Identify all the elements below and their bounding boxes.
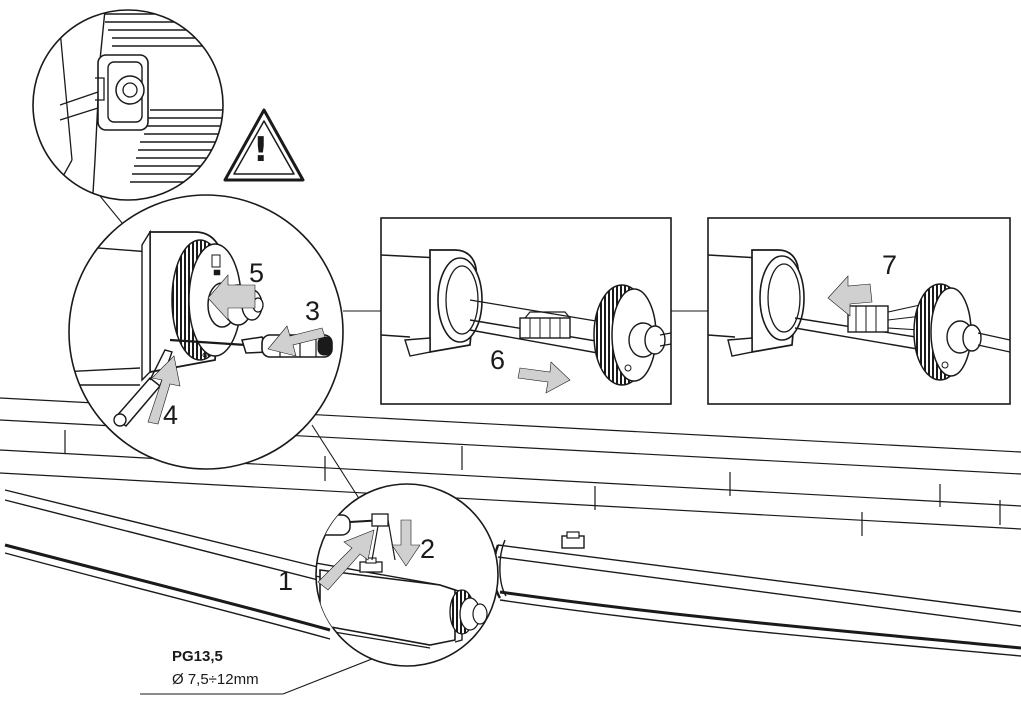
detail-circle-middle — [68, 194, 344, 470]
step-7-panel — [707, 217, 1011, 405]
warning-exclamation: ! — [253, 130, 269, 170]
step-6-panel — [380, 217, 672, 405]
step-label-1: 1 — [278, 566, 294, 596]
step-label-2: 2 — [420, 534, 436, 564]
warning-triangle — [223, 108, 305, 182]
step-label-6: 6 — [490, 345, 506, 375]
step-label-7: 7 — [882, 250, 898, 280]
step-label-5: 5 — [249, 258, 265, 288]
detail-circle-top — [32, 9, 224, 201]
cable-gland-size: PG13,5 — [172, 648, 223, 665]
step-label-3: 3 — [305, 296, 321, 326]
lamp-body-left — [4, 489, 331, 640]
step-label-4: 4 — [163, 400, 179, 430]
cable-diameter-range: Ø 7,5÷12mm — [172, 671, 259, 688]
lamp-body-right — [492, 531, 1021, 657]
